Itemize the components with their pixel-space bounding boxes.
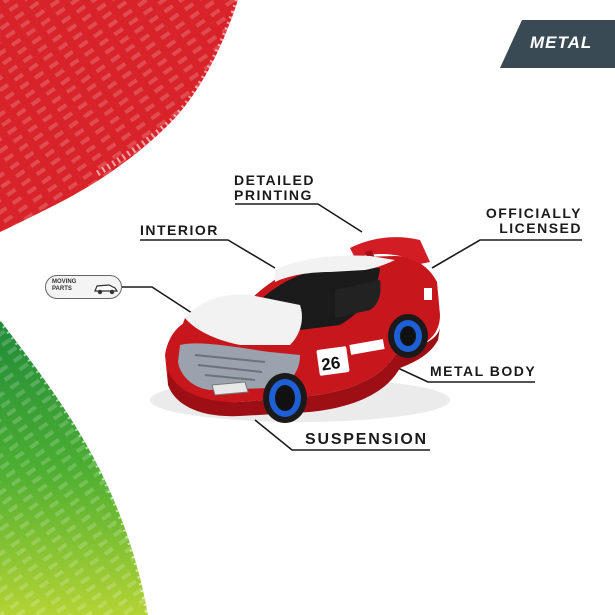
moving-line (122, 286, 196, 316)
metal-badge (500, 20, 615, 68)
front-wheel (263, 373, 307, 423)
metal-badge-label: METAL (530, 33, 593, 52)
moving-label-line2: PARTS (52, 286, 72, 292)
moving-parts-label: MOVING PARTS (52, 279, 92, 293)
licensed-line (431, 239, 582, 269)
engine-bay (178, 343, 300, 390)
spoiler (350, 237, 430, 264)
hood (185, 294, 302, 345)
licensed-label-line2: LICENSED (499, 220, 582, 236)
licensed-label-line1: OFFICIALLY (485, 205, 582, 221)
interior-label: INTERIOR (140, 222, 219, 238)
detailed-label-line1: DETAILED (234, 172, 315, 188)
detailed-label-line2: PRINTING (234, 187, 313, 203)
moving-parts-badge (45, 275, 122, 299)
metal-body-label: METAL BODY (430, 363, 537, 379)
detailed-line (235, 203, 363, 233)
interior-line (140, 239, 276, 269)
car-number: 26 (320, 353, 341, 374)
suspension-line (254, 419, 430, 451)
moving-label-line1: MOVING (52, 279, 77, 285)
number-panel (316, 346, 350, 376)
car-icon (94, 284, 119, 295)
side-window (335, 280, 381, 318)
roof (275, 255, 395, 282)
detailed-printing-label: DETAILED PRINTING (234, 173, 315, 203)
rear-wheel (388, 314, 428, 358)
officially-licensed-label: OFFICIALLY LICENSED (486, 206, 582, 236)
suspension-label: SUSPENSION (305, 431, 428, 448)
